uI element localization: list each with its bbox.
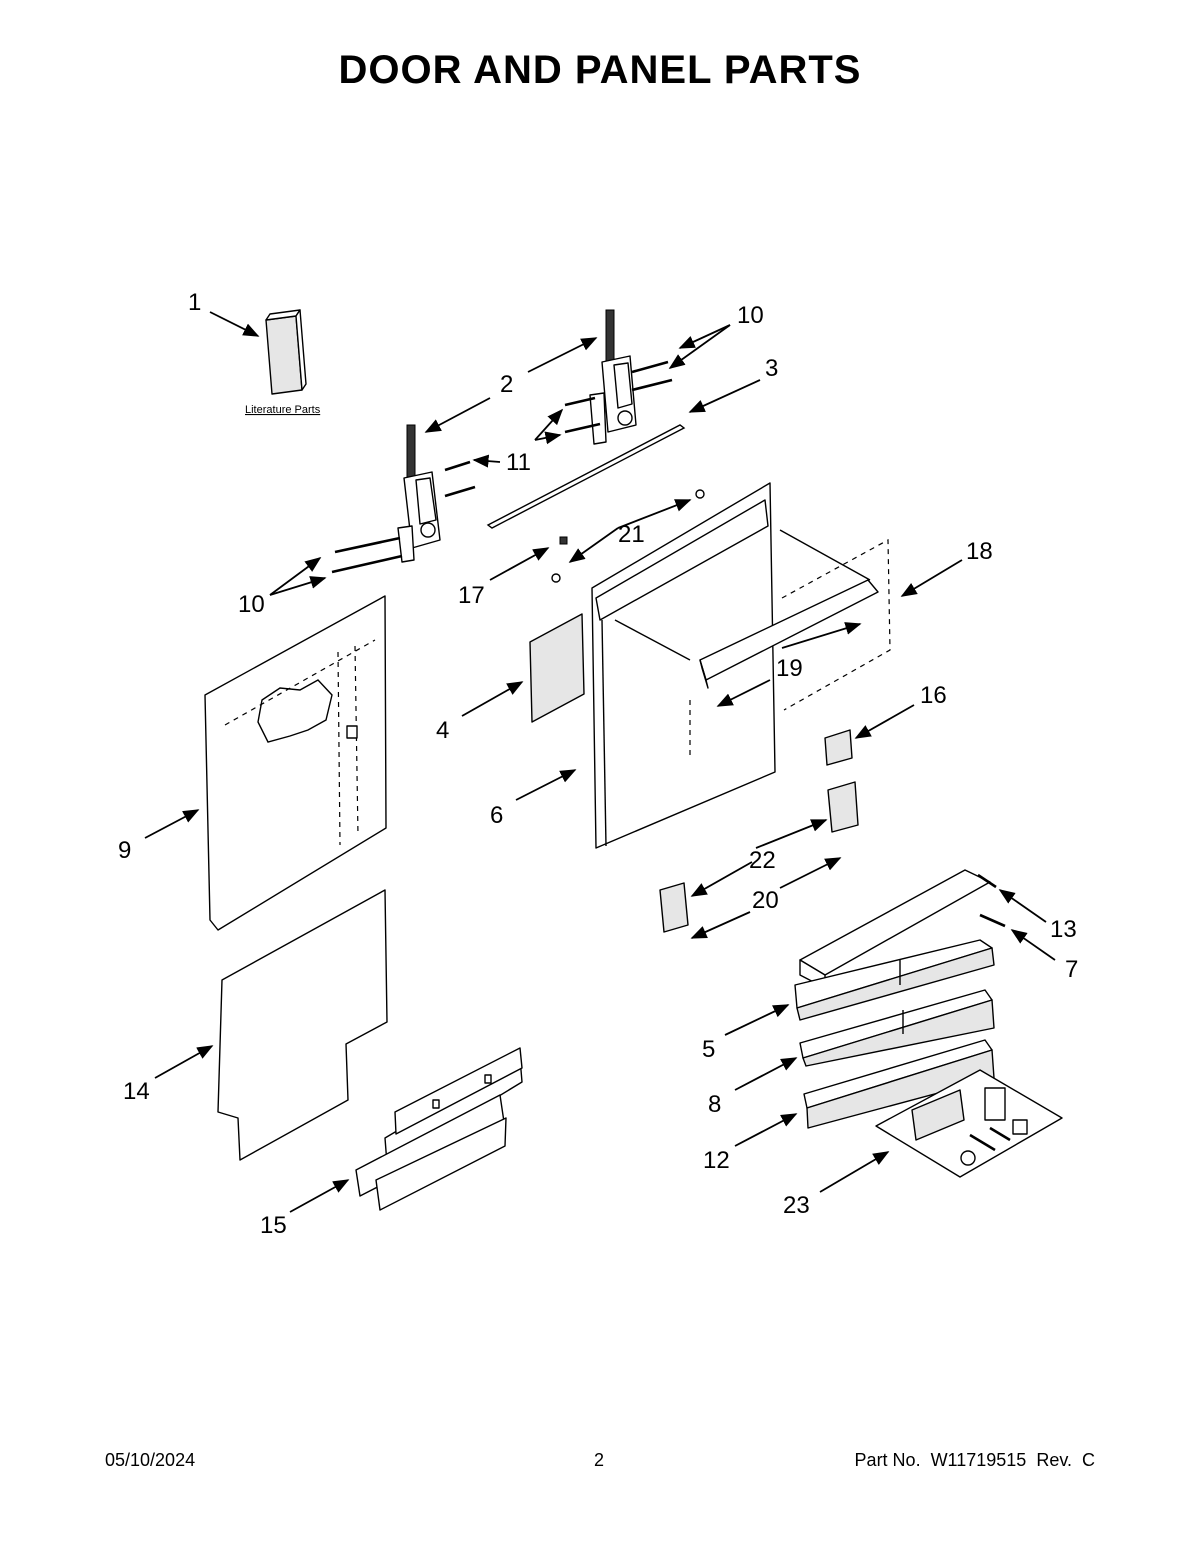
callout-10-left: 10 [238,591,265,618]
callout-21: 21 [618,521,645,548]
part-toe-panel-8 [799,989,995,1067]
callout-2: 2 [500,371,513,398]
callout-6: 6 [490,802,503,829]
part-clip-16 [824,729,853,766]
callout-3: 3 [765,355,778,382]
part-hinge-left [397,424,441,563]
callout-7: 7 [1065,956,1078,983]
footer-page-number: 2 [594,1450,605,1470]
leader-arrows [144,311,1056,1213]
part-bottom-bracket [355,1047,523,1211]
part-clip-22 [827,781,859,833]
callout-15: 15 [260,1212,287,1239]
part-hinge-right [589,309,637,445]
callout-11: 11 [506,449,531,476]
callout-10-top: 10 [737,302,764,329]
callout-4: 4 [436,717,449,744]
callout-14: 14 [123,1078,150,1105]
callout-23: 23 [783,1192,810,1219]
part-toe-panel-5 [794,939,995,1021]
part-literature: Literature Parts [245,309,321,416]
part-insulation [217,889,388,1161]
callout-13: 13 [1050,916,1077,943]
callout-16: 16 [920,682,947,709]
callout-18: 18 [966,538,993,565]
part-clip-20 [659,882,689,933]
footer-part-number: Part No. W11719515 Rev. C [854,1450,1095,1470]
callout-numbers: 1 2 3 4 5 6 7 8 9 10 10 11 12 13 14 15 1… [118,289,1078,1239]
part-outer-door [591,482,776,849]
part-rod [486,424,686,529]
part-bumper-21b [551,573,561,583]
callout-9: 9 [118,837,131,864]
part-hardware-kit [875,1069,1063,1178]
callout-5: 5 [702,1036,715,1063]
callout-17: 17 [458,582,485,609]
part-control-panel [614,529,891,760]
footer-date: 05/10/2024 [105,1450,196,1470]
callout-8: 8 [708,1091,721,1118]
part-bumper-21a [695,489,705,499]
part-nut-17 [559,536,568,545]
callout-20: 20 [752,887,779,914]
hinge-screws [331,360,673,574]
part-inner-panel [204,595,387,931]
callout-19: 19 [776,655,803,682]
literature-parts-label: Literature Parts [245,404,321,416]
page-title: DOOR AND PANEL PARTS [338,48,862,92]
callout-12: 12 [703,1147,730,1174]
callout-1: 1 [188,289,201,316]
part-vent-sheet [529,613,585,723]
callout-22: 22 [749,847,776,874]
